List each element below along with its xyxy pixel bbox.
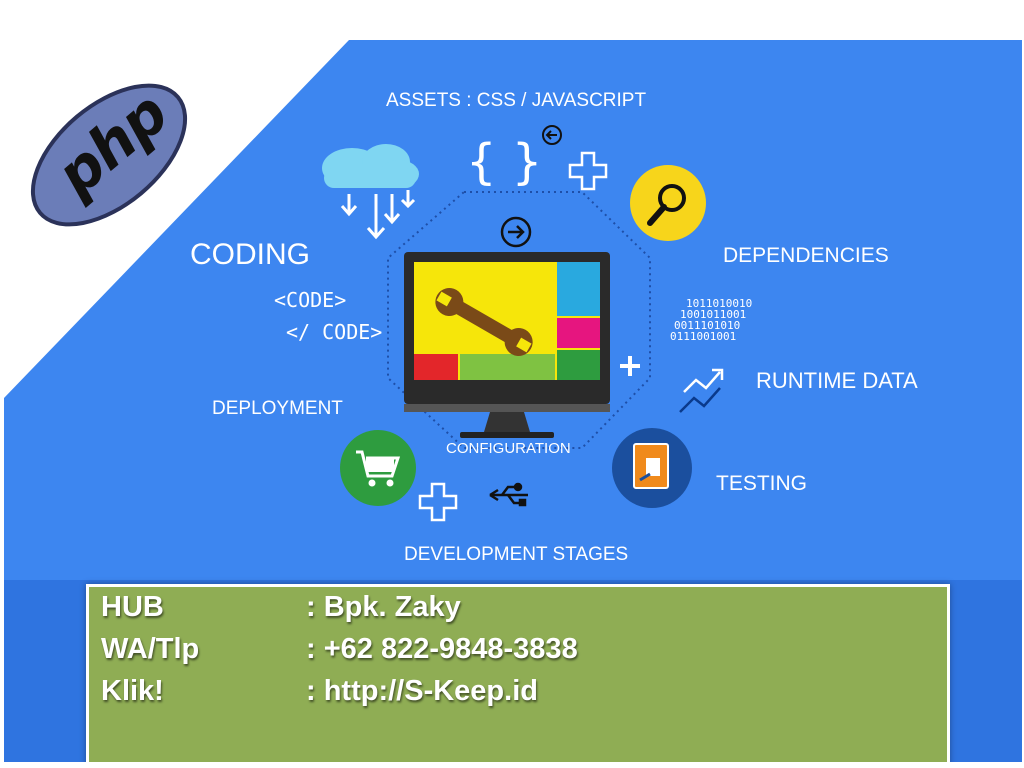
chart-arrow-icon [679, 368, 724, 413]
contact-value: : Bpk. Zaky [306, 591, 461, 623]
contact-value: : +62 822-9848-3838 [306, 633, 578, 665]
refresh-icon [500, 216, 532, 248]
website-link[interactable]: : http://S-Keep.id [306, 675, 538, 707]
coding-label: CODING [190, 238, 310, 271]
testing-label: TESTING [716, 472, 808, 495]
magnifier-icon [630, 165, 706, 241]
plus-small-icon [620, 356, 640, 376]
contact-label: Klik! [101, 675, 164, 707]
slide: php [4, 40, 1022, 762]
usb-icon [489, 482, 528, 507]
dependencies-label: DEPENDENCIES [723, 244, 889, 267]
development-label: DEVELOPMENT STAGES [404, 544, 629, 565]
document-icon [612, 428, 692, 508]
binary-line: 0011101010 [674, 319, 741, 332]
download-arrows-icon [340, 190, 416, 240]
assets-label: ASSETS : CSS / JAVASCRIPT [386, 90, 647, 111]
contact-label: WA/Tlp [101, 633, 200, 665]
runtime-label: RUNTIME DATA [756, 368, 918, 393]
deployment-label: DEPLOYMENT [212, 398, 343, 419]
plus-icon [568, 151, 608, 191]
diagram-graphics [322, 125, 724, 522]
code-open-label: <CODE> [274, 288, 347, 312]
plus-bottom-icon [418, 482, 458, 522]
configuration-label: CONFIGURATION [446, 440, 571, 457]
binary-line: 0111001001 [670, 330, 737, 343]
wedge-corner [4, 40, 74, 112]
curly-braces: { } [466, 134, 543, 190]
binary-line: 1001011001 [680, 308, 747, 321]
back-arrow-icon [542, 125, 562, 145]
cloud-icon [322, 144, 419, 188]
code-close-label: </ CODE> [286, 320, 383, 344]
php-logo-icon [30, 83, 188, 227]
php-logo: php [14, 60, 204, 250]
contact-panel: HUB : Bpk. Zaky WA/Tlp : +62 822-9848-38… [86, 584, 950, 762]
wrench-icon [435, 288, 533, 356]
binary-line: 1011010010 [686, 297, 753, 310]
cart-icon [340, 430, 416, 506]
binary-block: 1011010010 1001011001 0011101010 0111001… [670, 298, 752, 342]
contact-label: HUB [101, 591, 164, 623]
